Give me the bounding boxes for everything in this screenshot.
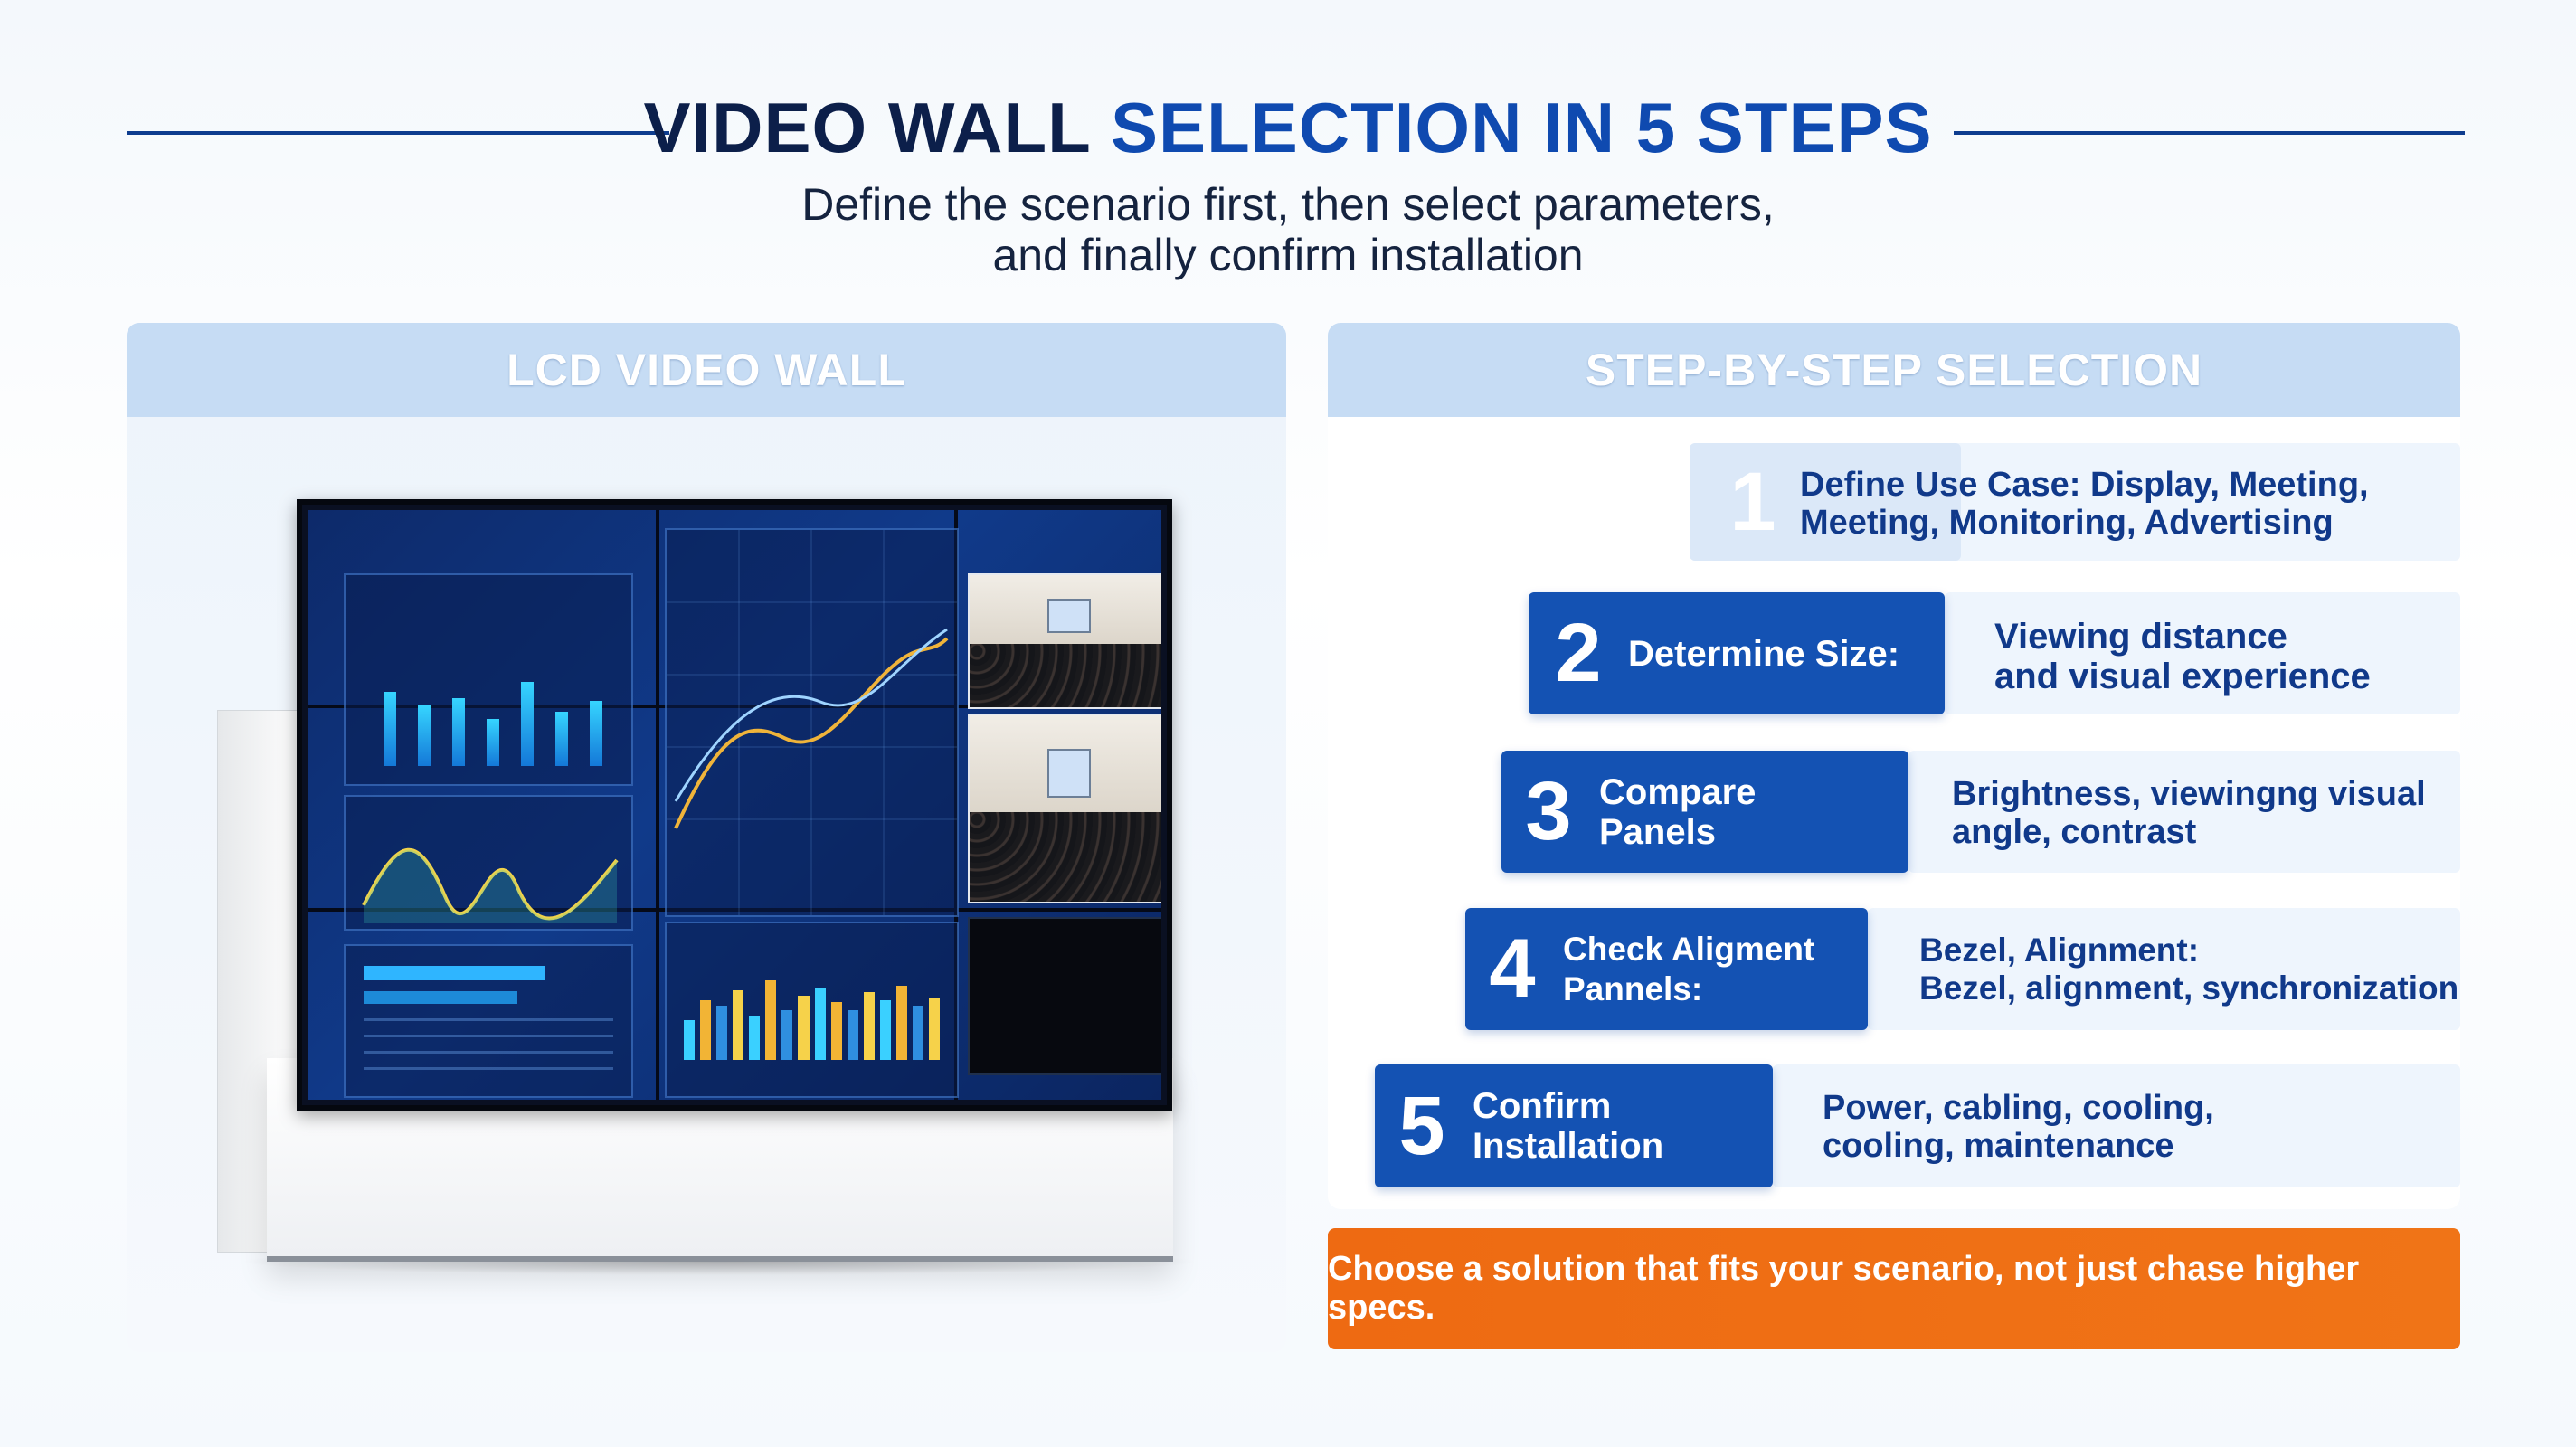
step-1-description: Define Use Case: Display, Meeting, Meeti… <box>1800 466 2369 542</box>
step-4-label-line-1: Check Aligment <box>1563 930 1815 968</box>
progress-bar-graphic <box>364 991 517 1004</box>
bar-mark <box>521 682 534 766</box>
bar-mark <box>684 1020 696 1060</box>
recommendation-banner: Choose a solution that fits your scenari… <box>1328 1228 2460 1349</box>
conference-photo <box>968 714 1161 903</box>
wave-chart-graphic <box>362 847 619 923</box>
step-2-box: 2 Determine Size: <box>1529 592 1945 714</box>
step-4-box: 4 Check Aligment Pannels: <box>1465 908 1868 1030</box>
bar-mark <box>879 1000 891 1060</box>
blank-screen-tile <box>968 917 1161 1075</box>
step-3-desc-line-1: Brightness, viewingng visual <box>1952 775 2426 813</box>
step-2-row <box>1945 592 2460 714</box>
step-1-desc-line-2: Meeting, Monitoring, Advertising <box>1800 504 2334 542</box>
bar-chart-graphic <box>373 630 613 766</box>
bar-mark <box>700 1000 712 1060</box>
column-chart-graphic <box>681 960 942 1060</box>
bezel-seam <box>656 510 659 1100</box>
step-5-row <box>1773 1064 2460 1187</box>
step-selection-header: STEP-BY-STEP SELECTION <box>1328 323 2460 417</box>
bar-mark <box>928 998 940 1060</box>
step-4-label: Check Aligment Pannels: <box>1563 930 1814 1009</box>
dashboard-wave-widget <box>344 795 633 931</box>
dashboard-table-widget <box>344 944 633 1098</box>
lcd-video-wall-header: LCD VIDEO WALL <box>127 323 1286 417</box>
bar-mark <box>863 992 875 1060</box>
step-5-desc-line-1: Power, cabling, cooling, <box>1823 1089 2214 1127</box>
bar-mark <box>847 1010 858 1060</box>
bar-mark <box>912 1005 923 1060</box>
table-rows-graphic <box>364 1018 613 1082</box>
bar-mark <box>733 990 744 1060</box>
dashboard-column-widget <box>665 922 959 1098</box>
bar-mark <box>814 988 826 1060</box>
bar-mark <box>798 995 810 1060</box>
step-2-desc-line-2: and visual experience <box>1994 657 2371 696</box>
bar-mark <box>555 712 568 766</box>
subtitle-line-1: Define the scenario first, then select p… <box>801 179 1775 230</box>
step-4-label-line-2: Pannels: <box>1563 969 1703 1007</box>
bar-mark <box>895 985 907 1060</box>
step-2-label-line-1: Determine Size: <box>1628 633 1900 674</box>
step-3-row <box>1908 751 2460 873</box>
step-4-description: Bezel, Alignment: Bezel, alignment, sync… <box>1919 932 2458 1007</box>
step-5-box: 5 Confirm Installation <box>1375 1064 1773 1187</box>
title-rule-right <box>1954 131 2465 135</box>
bar-mark <box>765 980 777 1060</box>
bar-mark <box>830 1002 842 1060</box>
step-3-label: Compare Panels <box>1599 772 1756 852</box>
step-4-number: 4 <box>1489 922 1536 1015</box>
step-1-desc-line-1: Define Use Case: Display, Meeting, <box>1800 466 2369 504</box>
step-3-number: 3 <box>1525 765 1572 857</box>
step-4-row <box>1868 908 2460 1030</box>
video-wall-illustration <box>297 499 1172 1111</box>
dashboard-line-widget <box>665 528 959 917</box>
step-5-desc-line-2: cooling, maintenance <box>1823 1127 2174 1165</box>
bar-mark <box>384 691 396 766</box>
title-rule-left <box>127 131 669 135</box>
step-3-label-line-1: Compare <box>1599 771 1757 812</box>
bar-mark <box>716 1005 728 1060</box>
step-3-label-line-2: Panels <box>1599 811 1716 852</box>
step-2-number: 2 <box>1555 607 1602 699</box>
step-2-desc-line-1: Viewing distance <box>1994 617 2287 657</box>
step-3-desc-line-2: angle, contrast <box>1952 813 2197 851</box>
title-part-dark: VIDEO WALL <box>643 88 1112 167</box>
page-title: VIDEO WALL SELECTION IN 5 STEPS <box>0 87 2576 169</box>
bar-mark <box>418 705 431 766</box>
step-3-description: Brightness, viewingng visual angle, cont… <box>1952 775 2426 851</box>
bar-mark <box>749 1015 761 1060</box>
bar-mark <box>781 1010 793 1060</box>
conference-photo <box>968 573 1161 709</box>
step-5-label-line-2: Installation <box>1473 1126 1664 1166</box>
bar-mark <box>590 701 602 766</box>
step-2-description: Viewing distance and visual experience <box>1994 617 2371 696</box>
step-1-box: 1 <box>1690 443 1961 561</box>
video-wall-screen <box>308 510 1161 1100</box>
step-4-desc-line-1: Bezel, Alignment: <box>1919 932 2200 969</box>
step-5-number: 5 <box>1398 1079 1445 1172</box>
bar-mark <box>452 698 465 766</box>
title-part-accent: SELECTION IN 5 STEPS <box>1111 88 1933 167</box>
step-3-box: 3 Compare Panels <box>1501 751 1908 873</box>
subtitle-line-2: and finally confirm installation <box>992 230 1584 280</box>
step-4-desc-line-2: Bezel, alignment, synchronization <box>1919 969 2459 1007</box>
step-1-number: 1 <box>1729 455 1776 548</box>
step-5-label-line-1: Confirm <box>1473 1086 1612 1126</box>
page-subtitle: Define the scenario first, then select p… <box>0 179 2576 280</box>
step-5-label: Confirm Installation <box>1473 1086 1663 1166</box>
dashboard-bar-widget <box>344 573 633 786</box>
progress-bar-graphic <box>364 966 545 980</box>
bar-mark <box>487 718 499 766</box>
step-2-label: Determine Size: <box>1628 634 1899 674</box>
step-5-description: Power, cabling, cooling, cooling, mainte… <box>1823 1089 2214 1165</box>
line-chart-graphic <box>667 530 957 915</box>
